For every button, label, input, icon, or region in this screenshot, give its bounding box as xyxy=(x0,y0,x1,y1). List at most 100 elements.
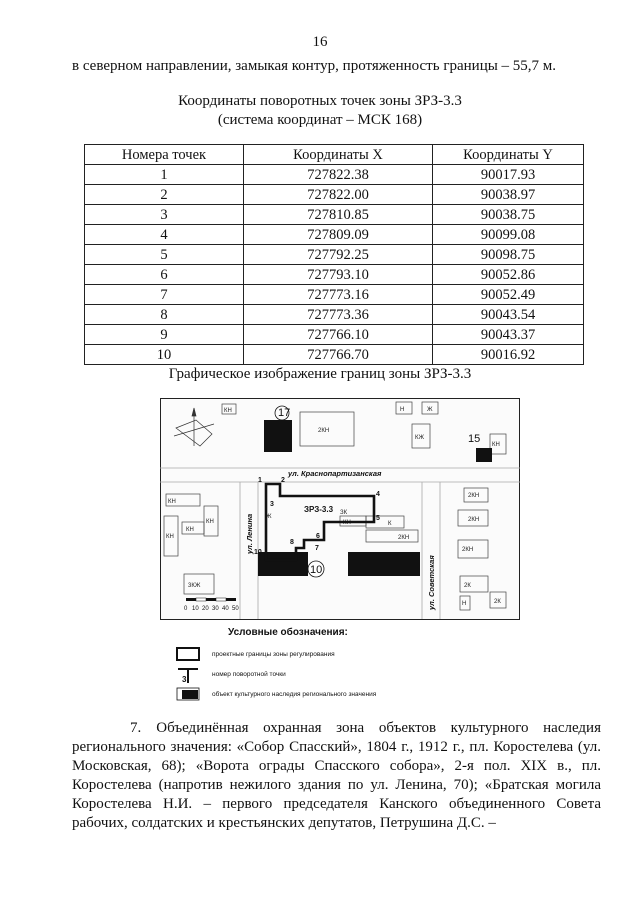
boundary-swatch xyxy=(176,647,200,661)
heritage-object xyxy=(264,420,292,452)
table-cell: 7 xyxy=(84,284,244,305)
table-cell: 727810.85 xyxy=(243,204,433,225)
building-label: 2К xyxy=(494,599,501,605)
table-cell: 90038.97 xyxy=(432,184,584,205)
table-cell: 727766.70 xyxy=(243,344,433,365)
table-cell: 90052.86 xyxy=(432,264,584,285)
table-cell: 90043.54 xyxy=(432,304,584,325)
table-cell: 3 xyxy=(84,204,244,225)
legend-label: объект культурного наследия региональног… xyxy=(212,690,377,698)
page-number: 16 xyxy=(312,34,328,50)
building-label: Ж xyxy=(266,514,272,520)
zone-map: КН 2КН Н Ж КЖ КН 2КН 2КН 2КН 2К Н 2К КН … xyxy=(160,398,520,620)
scale-label: 20 xyxy=(202,606,209,612)
point-number: 2 xyxy=(281,477,285,484)
table-cell: 90099.08 xyxy=(432,224,584,245)
table-cell: 727793.10 xyxy=(243,264,433,285)
building-label: 2КН xyxy=(468,517,479,523)
graphic-title: Графическое изображение границ зоны ЗРЗ-… xyxy=(168,366,472,382)
building-label: КН xyxy=(206,519,214,525)
table-cell: 727822.38 xyxy=(243,164,433,185)
legend-sample-point: 3 xyxy=(182,675,187,683)
building-label: Н xyxy=(462,601,466,607)
legend-item-boundary: проектные границы зоны регулирования xyxy=(176,645,335,663)
building-label: 2КН xyxy=(468,493,479,499)
legend-item-heritage: объект культурного наследия региональног… xyxy=(176,685,376,703)
table-cell: 8 xyxy=(84,304,244,325)
heritage-object xyxy=(348,552,420,576)
monument-number: 15 xyxy=(468,433,480,445)
building-label: КЖ xyxy=(415,435,424,441)
point-number-swatch: 3 xyxy=(176,667,200,684)
building-label: Ж xyxy=(427,407,433,413)
table-caption-line1: Координаты поворотных точек зоны ЗРЗ-3.3 xyxy=(178,93,462,109)
building-label: 3КЖ xyxy=(188,583,201,589)
table-cell: 90043.37 xyxy=(432,324,584,345)
building-label: 2КН xyxy=(462,547,473,553)
table-cell: 2 xyxy=(84,184,244,205)
building-label: Н xyxy=(400,407,404,413)
building-label: КН xyxy=(492,442,500,448)
table-cell: 727822.00 xyxy=(243,184,433,205)
table-cell: 727773.36 xyxy=(243,304,433,325)
point-number: 10 xyxy=(254,549,262,556)
scale-label: 0 xyxy=(184,606,188,612)
legend-label: номер поворотной точки xyxy=(212,670,286,678)
scale-label: 10 xyxy=(192,606,199,612)
zone-boundary xyxy=(264,482,376,562)
point-number: 9 xyxy=(299,553,303,560)
point-number: 6 xyxy=(316,533,320,540)
heritage-swatch xyxy=(176,687,200,701)
table-cell: 727809.09 xyxy=(243,224,433,245)
heritage-object xyxy=(476,448,492,462)
monument-number: 17 xyxy=(278,407,290,419)
compass-icon xyxy=(173,407,215,447)
building-label: ЗК xyxy=(340,510,348,516)
point-number: 7 xyxy=(315,545,319,552)
scale-label: 30 xyxy=(212,606,219,612)
legend-item-point: 3 номер поворотной точки xyxy=(176,665,286,684)
scale-bar: 0 10 20 30 40 50 xyxy=(184,597,239,612)
lead-text: в северном направлении, замыкая контур, … xyxy=(72,58,557,74)
point-number: 8 xyxy=(290,539,294,546)
street-road xyxy=(160,467,520,483)
coordinates-table: Номера точек Координаты X Координаты Y 1… xyxy=(84,144,584,365)
column-header: Координаты X xyxy=(243,144,433,165)
table-cell: 4 xyxy=(84,224,244,245)
point-number: 4 xyxy=(376,491,380,498)
table-cell: 90016.92 xyxy=(432,344,584,365)
point-numbers: 1 2 3 4 5 6 7 8 9 10 xyxy=(254,477,380,560)
monument-number: 10 xyxy=(310,564,322,576)
table-cell: 10 xyxy=(84,344,244,365)
table-cell: 727792.25 xyxy=(243,244,433,265)
column-header: Номера точек xyxy=(84,144,244,165)
street-road xyxy=(421,482,441,619)
street-label: ул. Краснопартизанская xyxy=(287,469,382,478)
building-label: КН xyxy=(186,527,194,533)
table-cell: 90098.75 xyxy=(432,244,584,265)
point-number: 1 xyxy=(258,477,262,484)
building-label: КН xyxy=(168,499,176,505)
table-cell: 5 xyxy=(84,244,244,265)
table-cell: 727766.10 xyxy=(243,324,433,345)
column-header: Координаты Y xyxy=(432,144,584,165)
legend-title: Условные обозначения: xyxy=(228,627,348,638)
table-cell: 90017.93 xyxy=(432,164,584,185)
table-cell: 9 xyxy=(84,324,244,345)
table-caption: Координаты поворотных точек зоны ЗРЗ-3.3… xyxy=(0,92,640,130)
table-cell: 90038.75 xyxy=(432,204,584,225)
point-number: 5 xyxy=(376,515,380,522)
table-cell: 90052.49 xyxy=(432,284,584,305)
table-caption-line2: (система координат – МСК 168) xyxy=(217,112,423,128)
building-label: К xyxy=(388,521,392,527)
street-road xyxy=(239,482,259,619)
building-label: КН xyxy=(224,408,232,414)
